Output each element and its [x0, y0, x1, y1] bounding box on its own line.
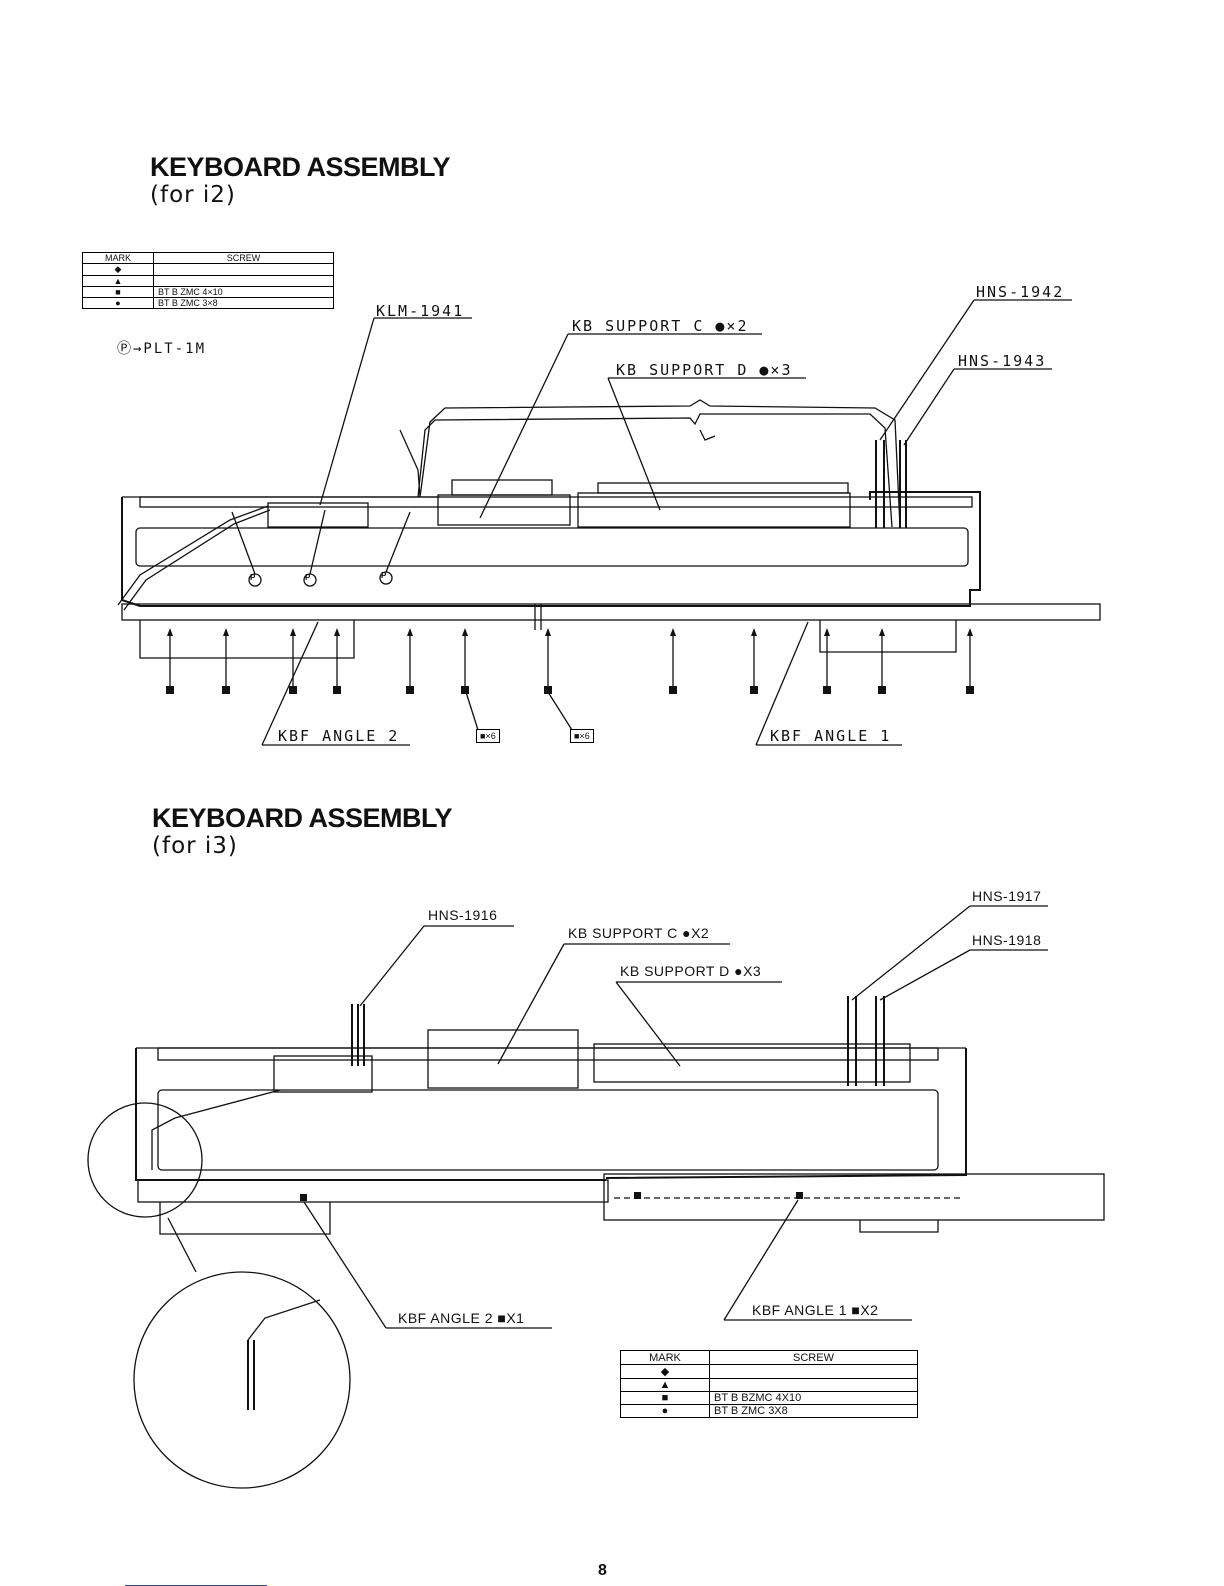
key-rail	[135, 527, 969, 567]
p-callout: P	[381, 571, 387, 580]
p-callout: P	[305, 573, 311, 582]
lower-keys-right	[859, 1220, 939, 1233]
p-callouts	[231, 509, 411, 587]
square-screw-marker	[669, 686, 677, 694]
label-kbf-angle-1: KBF ANGLE 1	[770, 727, 892, 745]
arrow-head-icon	[545, 628, 551, 636]
key-comb-top	[139, 496, 973, 508]
table-header-mark: MARK	[620, 1350, 710, 1365]
square-screw-marker	[750, 686, 758, 694]
section1-title: KEYBOARD ASSEMBLY	[150, 152, 451, 182]
arrow-head-icon	[290, 628, 296, 636]
square-mark-icon: ■	[620, 1391, 710, 1405]
arrow-head-icon	[670, 628, 676, 636]
label-kbf-angle-2-i3: KBF ANGLE 2 ■X1	[398, 1310, 525, 1326]
label-kbf-angle-2: KBF ANGLE 2	[278, 727, 400, 745]
page-number: 8	[598, 1562, 607, 1579]
square-screw-marker	[222, 686, 230, 694]
square-screw-marker	[823, 686, 831, 694]
lower-keys	[139, 620, 957, 659]
square-screw-marker	[333, 686, 341, 694]
screw-spec: BT B ZMC 3×8	[153, 297, 334, 309]
triangle-mark-icon: ▲	[620, 1378, 710, 1392]
arrow-head-icon	[334, 628, 340, 636]
label-kb-support-c-i3: KB SUPPORT C ●X2	[568, 925, 710, 941]
kbf-angle-bar	[121, 603, 1101, 621]
square-screw-marker	[634, 1192, 641, 1199]
square-screw-marker	[544, 686, 552, 694]
label-hns-1917: HNS-1917	[972, 888, 1042, 904]
square-screw-marker	[461, 686, 469, 694]
table-header-screw: SCREW	[709, 1350, 918, 1365]
arrow-head-icon	[879, 628, 885, 636]
arrow-head-icon	[967, 628, 973, 636]
screw-spec: BT B BZMC 4X10	[709, 1391, 918, 1405]
screw-arrows	[166, 628, 974, 694]
detail-circle-large	[133, 1271, 351, 1489]
chassis-outline-i3	[135, 1048, 967, 1181]
harness-1916-wires	[351, 1004, 365, 1066]
section2-screw-table: MARK SCREW ◆ ▲ ■BT B BZMC 4X10 ●BT B ZMC…	[620, 1350, 918, 1418]
label-kb-support-d-i3: KB SUPPORT D ●X3	[620, 963, 762, 979]
square-screw-marker	[406, 686, 414, 694]
arrow-head-icon	[167, 628, 173, 636]
label-hns-1943: HNS-1943	[958, 352, 1047, 370]
p-callout: P	[250, 573, 256, 582]
label-kb-support-c: KB SUPPORT C ●×2	[572, 317, 749, 335]
label-hns-1916: HNS-1916	[428, 907, 498, 923]
square-screw-marker	[796, 1192, 803, 1199]
harness-1917-wires	[847, 996, 885, 1086]
arrow-head-icon	[462, 628, 468, 636]
circle-mark-icon: ●	[620, 1404, 710, 1418]
square-screw-marker	[166, 686, 174, 694]
label-hns-1942: HNS-1942	[976, 283, 1065, 301]
detail-circle-small	[87, 1102, 203, 1218]
square-screw-marker	[878, 686, 886, 694]
key-rail-i3	[157, 1089, 939, 1171]
section1-subtitle: (for i2)	[150, 182, 236, 208]
harness-1943	[417, 413, 893, 528]
screw-spec: BT B ZMC 3X8	[709, 1404, 918, 1418]
hns-1916-board	[273, 1055, 373, 1093]
screw-count-box: ■×6	[570, 729, 594, 743]
square-screw-marker	[289, 686, 297, 694]
left-cable-i3	[151, 1089, 281, 1170]
kbf-angle-1-bar	[603, 1173, 1105, 1221]
arrow-head-icon	[824, 628, 830, 636]
harness-wires	[875, 440, 907, 528]
arrow-head-icon	[223, 628, 229, 636]
section1-screw-table: MARK SCREW ◆ ▲ ■BT B ZMC 4×10 ●BT B ZMC …	[82, 252, 334, 309]
label-kb-support-d: KB SUPPORT D ●×3	[616, 361, 793, 379]
plt-note: Ⓟ→PLT-1M	[117, 341, 207, 357]
harness-1942	[419, 399, 901, 528]
diamond-mark-icon: ◆	[620, 1364, 710, 1379]
kb-support-d-i3	[593, 1043, 911, 1083]
lower-keys-left	[159, 1202, 331, 1235]
label-klm-1941: KLM-1941	[376, 302, 465, 320]
arrow-head-icon	[407, 628, 413, 636]
screw-count-box: ■×6	[476, 729, 500, 743]
label-kbf-angle-1-i3: KBF ANGLE 1 ■X2	[752, 1302, 879, 1318]
klm-board	[267, 502, 369, 528]
kb-support-c-i3	[427, 1029, 579, 1089]
section2-title: KEYBOARD ASSEMBLY	[152, 803, 453, 833]
section2-subtitle: (for i3)	[152, 833, 238, 859]
label-hns-1918: HNS-1918	[972, 932, 1042, 948]
kbf-angle-2-bar	[137, 1179, 609, 1203]
square-screw-marker	[300, 1194, 307, 1201]
square-screw-marker	[966, 686, 974, 694]
left-cable	[117, 505, 269, 606]
detail-cable	[247, 1340, 255, 1410]
arrow-head-icon	[751, 628, 757, 636]
